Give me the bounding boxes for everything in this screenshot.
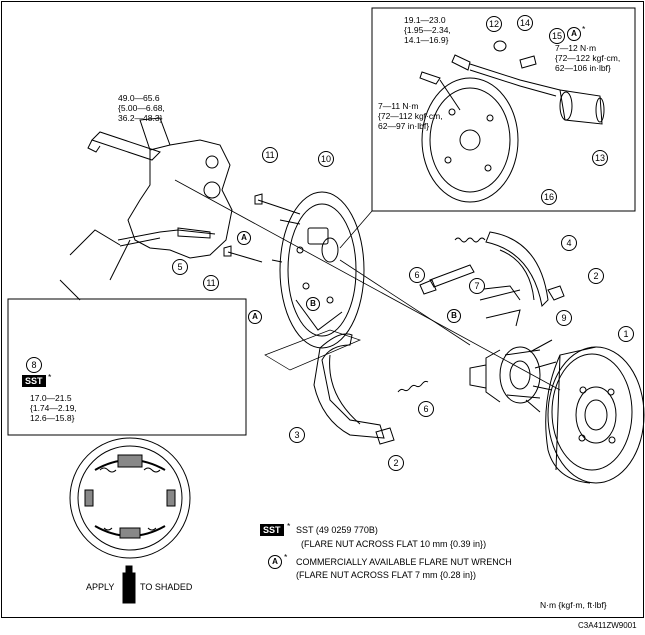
inset-bleeder-cap: [493, 40, 507, 52]
torque-knuckle-1: 49.0—65.6: [118, 93, 160, 103]
callout-5: 5: [172, 259, 188, 275]
torque-backing-bolt-3: 62—97 in·lbf}: [378, 121, 430, 131]
torque-sst-2: {1.74—2.19,: [30, 403, 77, 413]
legend-a-title: COMMERCIALLY AVAILABLE FLARE NUT WRENCH: [296, 557, 512, 567]
callout-15: 15: [549, 28, 565, 44]
parking-brake-cable: [117, 227, 216, 247]
torque-flare-inset-1: 19.1—23.0: [404, 15, 446, 25]
torque-flare-inset-3: 14.1—16.9}: [404, 35, 449, 45]
callout-13: 13: [592, 150, 608, 166]
legend-sst-note: (FLARE NUT ACROSS FLAT 10 mm {0.39 in}): [301, 539, 487, 549]
brake-drum: [545, 346, 645, 484]
legend-a-note: (FLARE NUT ACROSS FLAT 7 mm {0.28 in}): [296, 570, 477, 580]
brake-shoe-upper: [474, 231, 549, 327]
units-label: N·m {kgf·m, ft·lbf}: [540, 600, 607, 610]
knuckle-bolt: [87, 131, 161, 161]
callout-2-upper: 2: [588, 268, 604, 284]
sst-star-inset: *: [48, 372, 52, 382]
marker-a-plate: A: [248, 310, 262, 324]
callout-3: 3: [289, 427, 305, 443]
callout-12: 12: [486, 16, 502, 32]
wheel-cylinder-inset-box: [371, 7, 636, 212]
torque-backing-bolt-2: {72—112 kgf·cm,: [378, 111, 443, 121]
marker-a-star: *: [582, 24, 586, 34]
callout-11-upper: 11: [262, 147, 278, 163]
marker-b-plate: B: [306, 297, 320, 311]
callout-6-lower: 6: [418, 401, 434, 417]
retainer-clip-upper: [547, 285, 565, 301]
torque-knuckle-3: 36.2—48.3}: [118, 113, 163, 123]
torque-backing-bolt-1: 7—11 N·m: [378, 101, 419, 111]
legend-a-star: *: [284, 552, 288, 562]
torque-knuckle-2: {5.00—6.68,: [118, 103, 165, 113]
callout-14: 14: [517, 15, 533, 31]
inset-leader: [339, 210, 373, 249]
inset-backing-plate: [421, 77, 519, 203]
sst-star-legend: *: [287, 521, 291, 531]
alignment-line-2: [339, 259, 471, 346]
wheel-hub: [469, 339, 557, 413]
alignment-line: [174, 179, 561, 391]
bolt-lower: [223, 245, 263, 263]
sst-badge-legend: SST: [260, 524, 284, 536]
torque-wheel-cylinder-3: 62—106 in·lbf}: [555, 63, 611, 73]
marker-a-legend: A: [268, 555, 282, 569]
callout-4: 4: [561, 235, 577, 251]
callout-11-lower: 11: [203, 275, 219, 291]
torque-flare-inset-2: {1.95—2.34,: [404, 25, 451, 35]
figure-code: C3A411ZW9001: [578, 621, 637, 630]
callout-6-upper: 6: [409, 267, 425, 283]
marker-b-shoe: B: [447, 309, 461, 323]
callout-9: 9: [556, 310, 572, 326]
return-spring-lower: [397, 380, 429, 393]
retainer-clip-lower: [375, 427, 395, 445]
figure-frame: [1, 1, 644, 618]
bolt-upper: [254, 193, 301, 215]
steering-knuckle: [59, 117, 233, 301]
torque-sst-1: 17.0—21.5: [30, 393, 72, 403]
sst-badge-inset: SST: [22, 375, 46, 387]
torque-wheel-cylinder-2: {72—122 kgf·cm,: [555, 53, 621, 63]
callout-7: 7: [469, 278, 485, 294]
to-shaded-label: TO SHADED: [140, 582, 193, 592]
callout-16: 16: [541, 189, 557, 205]
legend-sst-title: SST (49 0259 770B): [296, 525, 378, 535]
callout-2-lower: 2: [388, 455, 404, 471]
torque-wheel-cylinder-1: 7—12 N·m: [555, 43, 597, 53]
callout-1: 1: [618, 326, 634, 342]
return-spring-upper: [454, 237, 486, 243]
inset-brake-pipe: [451, 54, 561, 97]
inset-backing-bolt: [419, 71, 461, 111]
flare-nut-inset-box: [7, 298, 247, 436]
torque-sst-3: 12.6—15.8}: [30, 413, 75, 423]
inset-wheel-cylinder: [559, 89, 605, 125]
shoe-plane: [264, 329, 361, 371]
marker-a-inset: A: [567, 27, 581, 41]
inset-bleeder-screw: [519, 55, 537, 69]
adjuster: [419, 264, 475, 295]
callout-8: 8: [26, 357, 42, 373]
apply-label: APPLY: [86, 582, 115, 592]
marker-a-cable: A: [237, 231, 251, 245]
callout-10: 10: [318, 151, 334, 167]
